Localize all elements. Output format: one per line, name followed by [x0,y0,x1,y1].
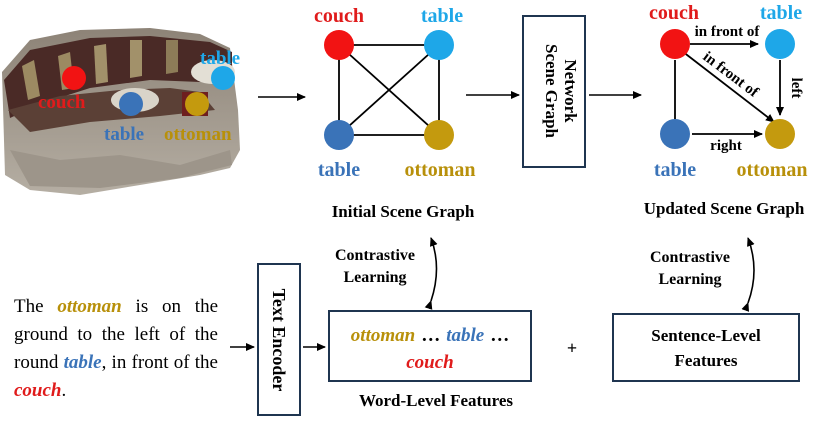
word-couch: couch [406,352,454,373]
edge-label-couch-table: in front of [695,24,761,40]
word-ellipsis-2: … [490,325,509,346]
updated-node-table-top [765,29,795,59]
scene-couch-marker [62,66,86,90]
scene-table-marker-bottom [119,92,143,116]
initial-label-table-top: table [421,5,463,27]
contrastive-right-line2: Learning [658,271,721,288]
scene-graph-network-line2: Network [561,59,580,123]
sentence-ottoman: ottoman [57,296,122,317]
edge-label-table-ottoman: left [788,78,804,99]
sentence-couch: couch [14,380,62,401]
input-sentence: The ottoman is on the ground to the left… [14,293,218,405]
initial-label-couch: couch [314,5,364,27]
initial-graph-caption: Initial Scene Graph [332,202,475,221]
updated-label-table-top: table [760,2,802,24]
initial-node-table-bottom [324,120,354,150]
sentence-features-line1: Sentence-Level [651,326,761,345]
contrastive-right-arrow [741,237,755,312]
initial-node-couch [324,30,354,60]
scene-label-couch: couch [38,92,86,113]
initial-label-ottoman: ottoman [404,159,475,181]
initial-node-ottoman [424,120,454,150]
text-encoder-label: Text Encoder [269,289,289,392]
word-features-box [328,310,532,382]
scene-graph-network-box [522,15,586,168]
initial-scene-graph [338,44,440,136]
sentence-w1: The [14,296,44,317]
updated-node-table-bottom [660,119,690,149]
sentence-w5: , in front of the [101,352,218,373]
updated-graph-caption: Updated Scene Graph [644,199,805,218]
sentence-w3: is on the ground to the left of the roun… [14,296,219,373]
sentence-table: table [63,352,102,373]
contrastive-left-line1: Contrastive [335,247,415,264]
text-encoder-box [257,263,301,416]
contrastive-left-line2: Learning [343,269,406,286]
sentence-features-box [612,313,800,382]
word-table: table [446,325,485,346]
plus-sign: + [567,338,577,358]
initial-node-table-top [424,30,454,60]
initial-label-table-bottom: table [318,159,360,181]
word-features-line1: ottoman…table… [351,325,509,346]
word-features-caption: Word-Level Features [359,391,513,410]
scene-label-table-bottom: table [104,124,144,145]
edge-label-tablebl-ottoman: right [710,138,742,154]
updated-node-ottoman [765,119,795,149]
updated-label-ottoman: ottoman [736,159,807,181]
sentence-features-line2: Features [675,351,738,370]
contrastive-right-line1: Contrastive [650,249,730,266]
scene-point-cloud-image [2,28,240,195]
scene-table-marker-top [211,66,235,90]
scene-ottoman-marker [185,92,209,116]
updated-node-couch [660,29,690,59]
edge-label-couch-ottoman: in front of [700,49,762,101]
word-ellipsis-1: … [421,325,440,346]
updated-label-table-bottom: table [654,159,696,181]
updated-label-couch: couch [649,2,699,24]
scene-label-table-top: table [200,48,240,69]
updated-scene-graph-edges [674,40,784,138]
sentence-w7: . [61,380,67,401]
word-ottoman: ottoman [351,325,415,346]
contrastive-left-arrow [424,237,438,310]
scene-label-ottoman: ottoman [164,124,232,145]
scene-graph-network-line1: Scene Graph [542,44,561,139]
